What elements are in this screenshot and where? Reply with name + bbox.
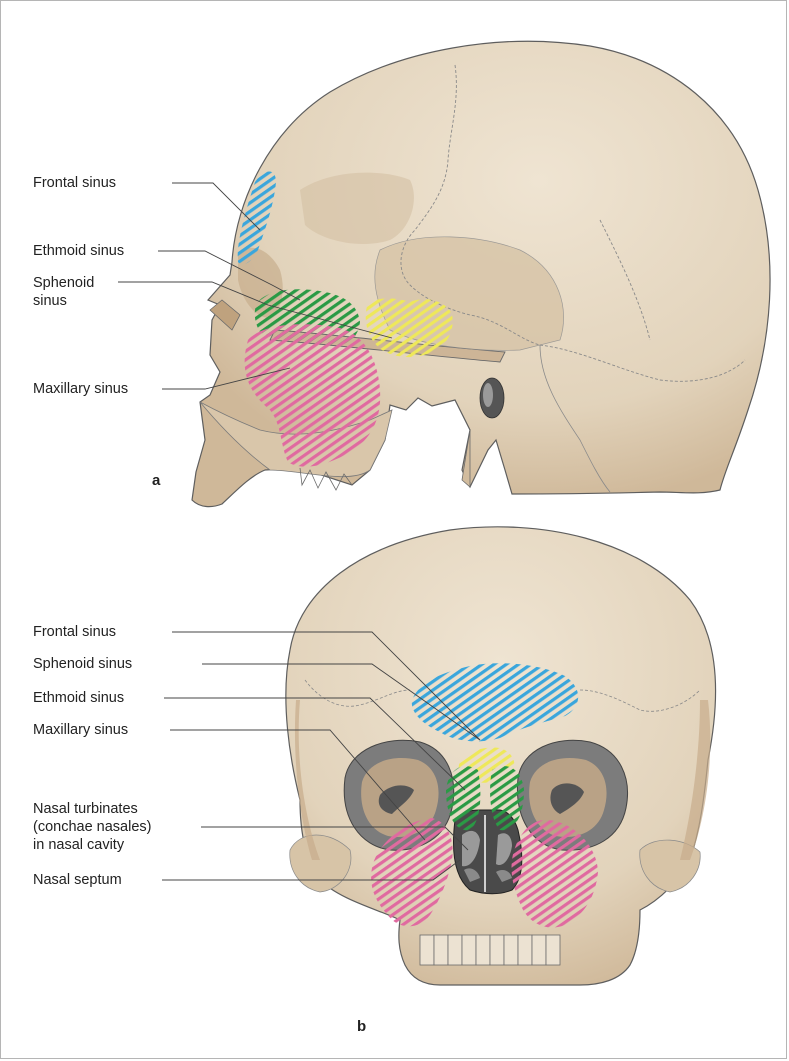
label-frontal-sinus-a: Frontal sinus [33,174,116,192]
label-ethmoid-sinus-b: Ethmoid sinus [33,689,124,707]
label-frontal-sinus-b: Frontal sinus [33,623,116,641]
panel-letter-b: b [357,1018,366,1035]
label-ethmoid-sinus-a: Ethmoid sinus [33,242,124,260]
label-sphenoid-sinus-a-line1: Sphenoid [33,274,94,292]
label-maxillary-sinus-b: Maxillary sinus [33,721,128,739]
skull-lateral [192,41,770,506]
label-sphenoid-sinus-a-line2: sinus [33,292,67,310]
label-nasal-turbinates-line1: Nasal turbinates [33,800,138,818]
panel-letter-a: a [152,472,160,489]
label-nasal-turbinates-line2: (conchae nasales) [33,818,152,836]
label-maxillary-sinus-a: Maxillary sinus [33,380,128,398]
label-sphenoid-sinus-b: Sphenoid sinus [33,655,132,673]
label-nasal-turbinates-line3: in nasal cavity [33,836,124,854]
label-nasal-septum: Nasal septum [33,871,122,889]
